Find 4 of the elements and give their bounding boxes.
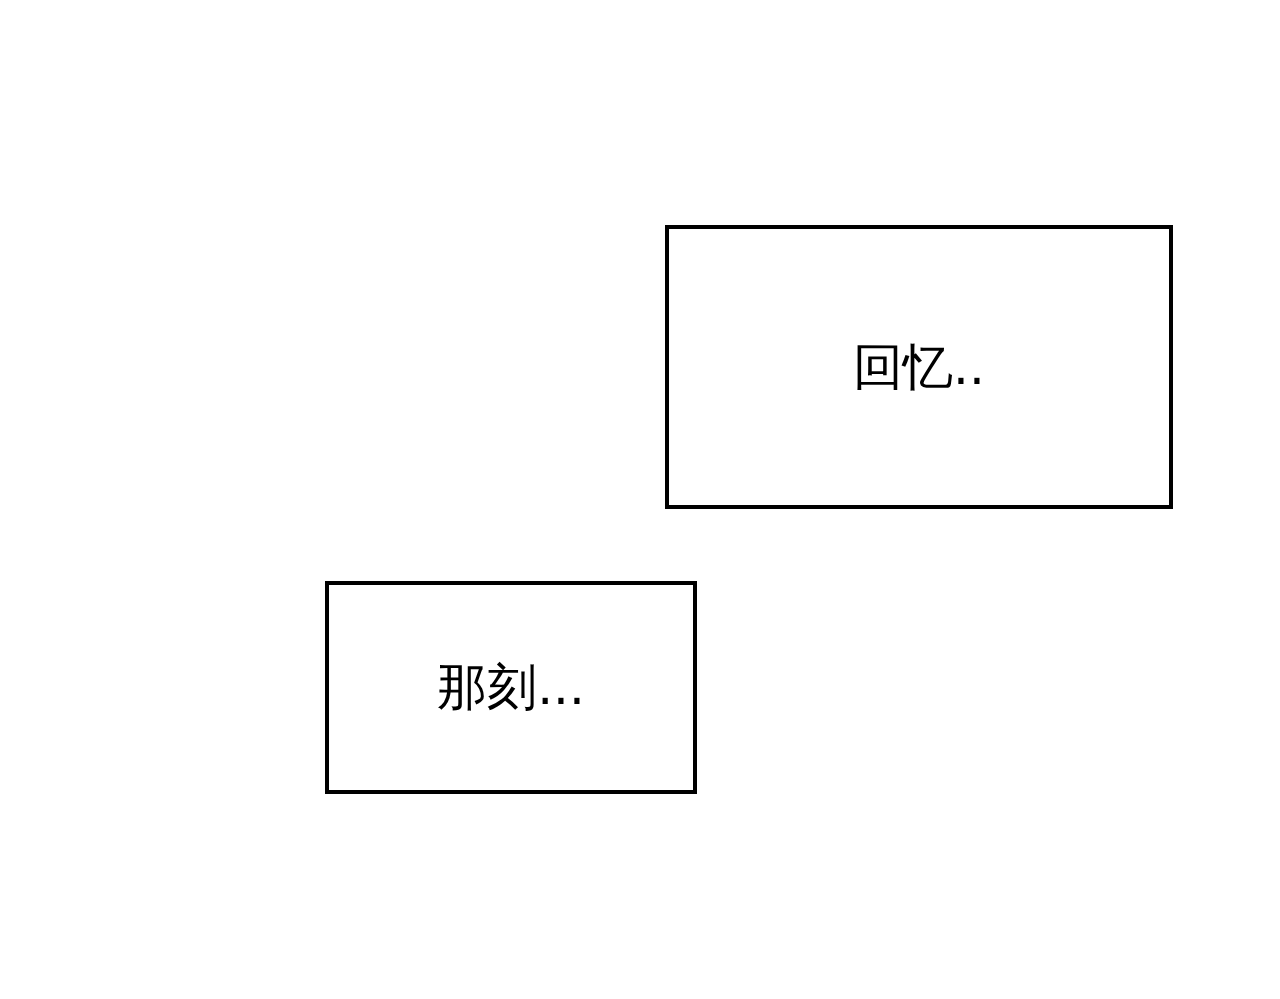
narration-box — [665, 225, 1173, 509]
narration-text: 回忆.. — [853, 336, 985, 398]
narration-box — [325, 581, 697, 794]
narration-text: 那刻... — [437, 657, 585, 718]
